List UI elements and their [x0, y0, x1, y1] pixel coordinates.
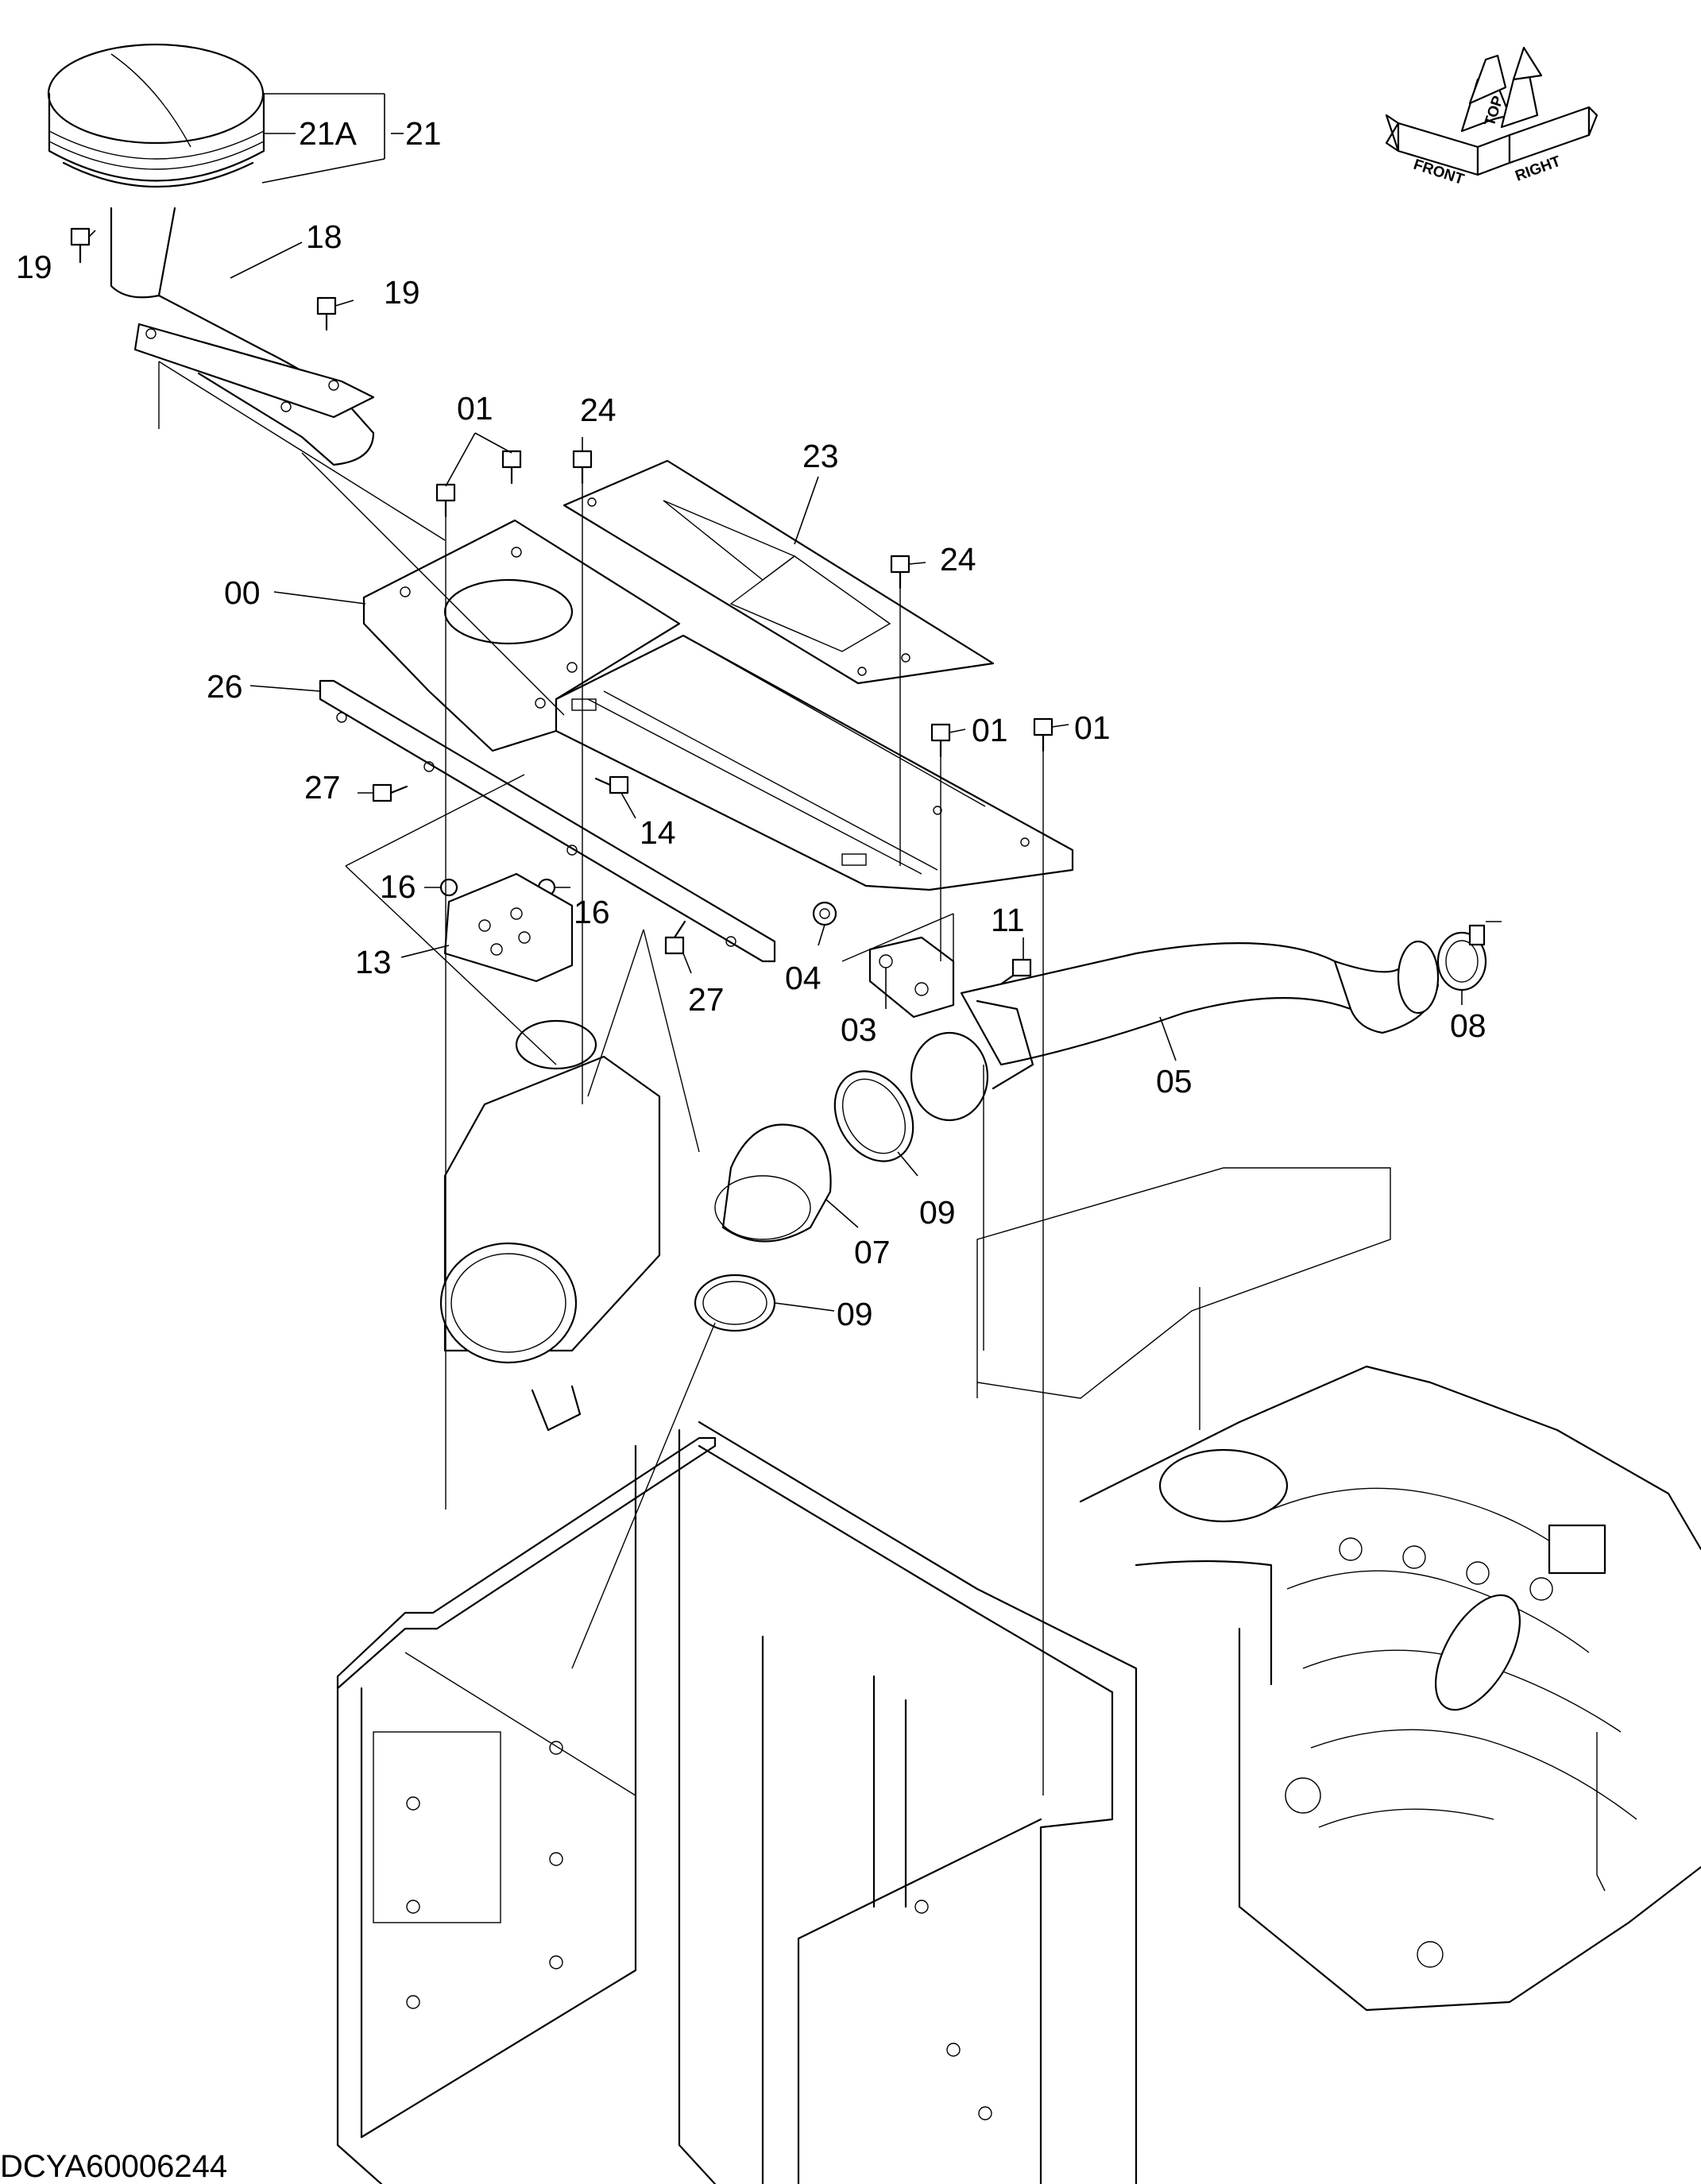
callout-05: 05 — [1156, 1063, 1193, 1100]
extension-lines — [158, 361, 1502, 1796]
clamp-08-icon — [1436, 924, 1487, 991]
callout-24a: 24 — [580, 392, 617, 428]
cover-panel — [562, 459, 995, 685]
radiator-frame — [336, 1167, 1391, 2184]
washer-04-icon — [812, 901, 837, 926]
air-cleaner-cap — [47, 43, 265, 187]
callout-01b: 01 — [972, 712, 1008, 748]
intake-tube — [110, 207, 375, 466]
callout-13: 13 — [355, 944, 392, 980]
bolt-19b-icon — [316, 296, 337, 331]
center-channel — [555, 634, 1074, 891]
air-cleaner-canister — [439, 1019, 661, 1432]
callout-21A: 21A — [299, 115, 358, 152]
callout-27b: 27 — [688, 981, 725, 1018]
callout-08: 08 — [1450, 1007, 1486, 1044]
callout-14: 14 — [640, 814, 676, 851]
bolt-01d-icon — [1033, 717, 1053, 752]
callout-01c: 01 — [1074, 709, 1111, 746]
frame-rail — [319, 679, 776, 963]
bolt-01b-icon — [501, 450, 522, 485]
callout-07: 07 — [854, 1234, 891, 1270]
clamp-09a-icon — [833, 1070, 914, 1162]
callout-04: 04 — [785, 960, 822, 996]
callout-18: 18 — [306, 218, 342, 255]
bolt-14-icon — [594, 775, 629, 794]
callout-00: 00 — [224, 574, 261, 611]
callout-16b: 16 — [574, 894, 610, 930]
bolt-24b-icon — [890, 555, 910, 589]
bracket-13 — [443, 872, 574, 983]
bolt-19a-icon — [70, 227, 91, 264]
bolt-27b-icon — [664, 920, 686, 955]
callout-21: 21 — [405, 115, 442, 152]
hose-05 — [910, 940, 1440, 1122]
callout-11: 11 — [991, 902, 1025, 938]
bolt-24a-icon — [572, 450, 593, 485]
callout-03: 03 — [841, 1011, 877, 1048]
callout-26: 26 — [207, 668, 243, 705]
bolts — [70, 227, 1053, 987]
callout-23: 23 — [802, 438, 839, 474]
clamp-09b-icon — [694, 1274, 776, 1332]
bolt-16a-icon — [439, 878, 458, 897]
leader-lines — [88, 93, 1463, 1312]
engine-block — [1079, 1365, 1701, 2012]
orientation-compass-icon: FRONT TOP RIGHT — [1385, 46, 1599, 188]
callout-16a: 16 — [380, 868, 416, 905]
callout-19b: 19 — [384, 274, 420, 311]
bolt-11-icon — [998, 958, 1032, 987]
elbow-hose-07 — [714, 1123, 832, 1243]
callout-01a: 01 — [457, 390, 493, 427]
bolt-01a-icon — [435, 483, 456, 518]
callout-labels: 21A 21 18 19 19 01 24 23 24 00 26 01 01 … — [16, 115, 1486, 1332]
document-id: DCYA60006244 — [0, 2149, 227, 2184]
callout-19a: 19 — [16, 249, 52, 285]
callout-24b: 24 — [940, 541, 976, 578]
bolt-01c-icon — [930, 723, 951, 758]
callout-09a: 09 — [919, 1194, 956, 1231]
callout-09b: 09 — [837, 1296, 873, 1332]
bolt-27a-icon — [372, 783, 408, 802]
callout-27a: 27 — [304, 769, 341, 806]
